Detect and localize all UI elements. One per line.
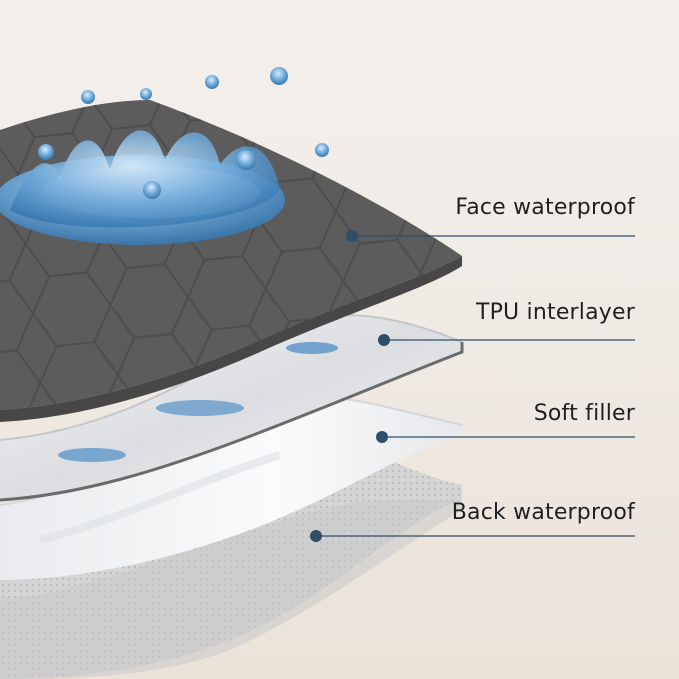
water-drop	[38, 144, 54, 160]
water-drop	[140, 88, 152, 100]
water-drop	[143, 181, 161, 199]
water-droplet	[58, 448, 126, 462]
label-soft-filler: Soft filler	[533, 401, 635, 426]
marker-back-waterproof	[310, 530, 322, 542]
label-tpu-interlayer: TPU interlayer	[475, 300, 635, 325]
leader-lines	[310, 230, 635, 542]
label-back-waterproof: Back waterproof	[451, 500, 635, 525]
label-face-waterproof: Face waterproof	[455, 195, 635, 220]
marker-tpu-interlayer	[378, 334, 390, 346]
water-drop	[270, 67, 288, 85]
marker-face-waterproof	[346, 230, 358, 242]
water-drop	[205, 75, 219, 89]
back-waterproof-layer	[0, 434, 462, 679]
water-drop	[236, 150, 256, 170]
water-drop	[81, 90, 95, 104]
water-droplet	[286, 342, 338, 354]
water-drop	[315, 143, 329, 157]
marker-soft-filler	[376, 431, 388, 443]
tpu-interlayer-layer	[0, 314, 464, 502]
water-splash	[0, 67, 329, 245]
water-droplet	[156, 400, 244, 416]
